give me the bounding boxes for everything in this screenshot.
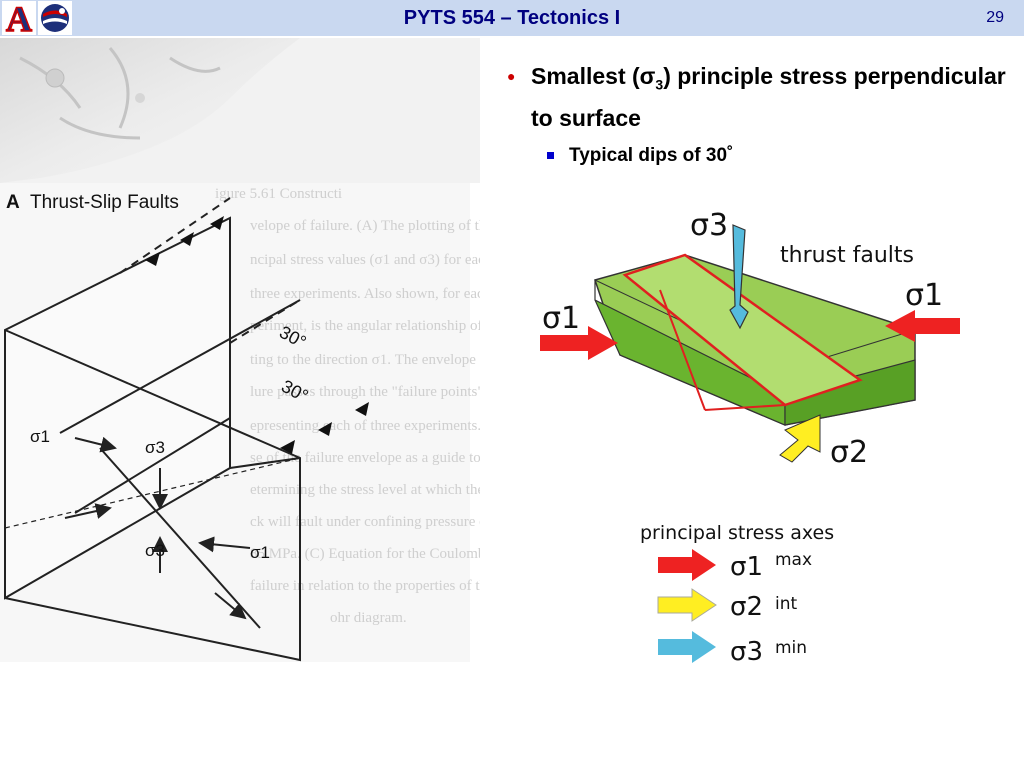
bullet-sub-text: Typical dips of 30˚ xyxy=(569,144,734,166)
sigma3-label: σ3 xyxy=(145,541,165,560)
university-logo-icon: A xyxy=(2,1,36,35)
bg-text-line: three experiments. Also shown, for each xyxy=(250,286,480,302)
department-logo-icon xyxy=(38,1,72,35)
bg-text-line: ohr diagram. xyxy=(330,610,407,626)
bg-text-line: ting to the direction σ1. The envelope o xyxy=(250,352,480,368)
bg-text-line: se of the failure envelope as a guide to xyxy=(250,450,480,466)
bg-text-line: lure passes through the "failure points" xyxy=(250,384,480,400)
slide-number: 29 xyxy=(986,9,1004,26)
legend-item-int: σ2 int xyxy=(657,588,797,622)
bg-text-line: epresenting each of three experiments. (… xyxy=(250,418,480,434)
bg-text-line: periment, is the angular relationship of xyxy=(250,318,480,334)
bg-text-line: ncipal stress values (σ1 and σ3) for eac… xyxy=(250,252,480,268)
sigma1-label: σ1 xyxy=(30,427,50,446)
bg-text-line: etermining the stress level at which the xyxy=(250,482,480,498)
thrust-faults-label: thrust faults xyxy=(780,243,914,268)
legend-label: int xyxy=(775,594,797,614)
sigma3-label: σ3 xyxy=(145,438,165,457)
bg-text-line: failure in relation to the properties of… xyxy=(250,578,480,594)
stress-axes-legend: principal stress axes σ1 max σ2 int σ3 m… xyxy=(640,522,834,667)
legend-label: min xyxy=(775,638,807,658)
figure-title: Thrust-Slip Faults xyxy=(30,192,179,213)
sigma1-label: σ1 xyxy=(250,543,270,562)
bullet-sub: Typical dips of 30˚ xyxy=(505,143,1015,169)
legend-symbol: σ3 xyxy=(730,637,763,667)
slide-title: PYTS 554 – Tectonics I xyxy=(403,7,621,29)
bullet-main: ● Smallest (σ3) principle stress perpend… xyxy=(505,60,1015,135)
legend-symbol: σ2 xyxy=(730,592,763,622)
legend-item-max: σ1 max xyxy=(658,549,812,582)
thrust-slip-fault-figure: igure 5.61 Constructi velope of failure.… xyxy=(0,38,480,662)
bg-text-line: velope of failure. (A) The plotting of t… xyxy=(250,218,480,234)
bg-text-line: ck will fault under confining pressure o… xyxy=(250,514,480,530)
figure-letter: A xyxy=(6,192,20,213)
bg-text-line: igure 5.61 Constructi xyxy=(215,186,342,202)
thrust-barbs xyxy=(145,216,369,454)
bullet-square-icon xyxy=(547,151,554,159)
bullet-list: ● Smallest (σ3) principle stress perpend… xyxy=(505,60,1015,169)
sigma1-right-label: σ1 xyxy=(905,278,943,313)
sigma3-label: σ3 xyxy=(690,208,728,243)
sigma2-label: σ2 xyxy=(830,435,868,470)
bullet-main-text-end: ) principle stress perpendicular to surf… xyxy=(531,63,1006,131)
legend-label: max xyxy=(775,550,812,570)
stress-block-diagram: σ3 thrust faults σ1 σ1 σ2 xyxy=(540,208,960,470)
bg-text-line: 85 MPa. (C) Equation for the Coulomb law xyxy=(250,546,480,562)
bullet-main-text-start: Smallest (σ xyxy=(531,63,656,89)
bullet-dot-icon: ● xyxy=(507,68,516,84)
bullet-main-subscript: 3 xyxy=(655,76,664,93)
legend-symbol: σ1 xyxy=(730,552,763,582)
sigma1-left-label: σ1 xyxy=(542,301,580,336)
legend-item-min: σ3 min xyxy=(658,631,807,667)
legend-title: principal stress axes xyxy=(640,522,834,544)
logo-letter: A xyxy=(6,1,32,35)
header-bar: A PYTS 554 – Tectonics I 29 xyxy=(0,0,1024,36)
stress-arrows xyxy=(64,436,251,620)
